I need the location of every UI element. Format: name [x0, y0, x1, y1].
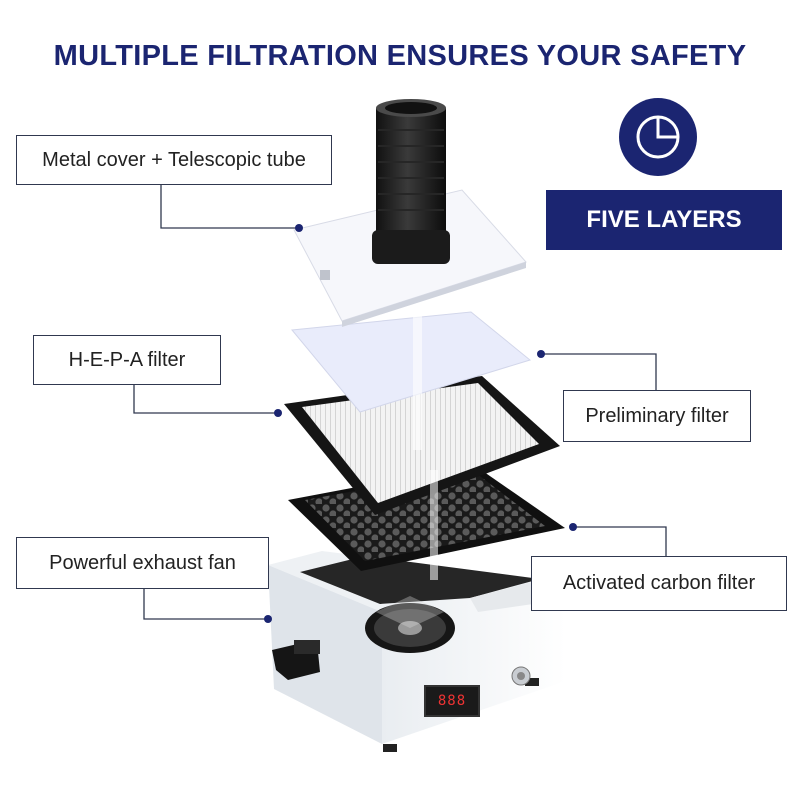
exhaust-fan	[365, 596, 455, 653]
speed-knob	[511, 666, 531, 686]
callout-hepa-filter: H-E-P-A filter	[33, 335, 221, 385]
callout-exhaust-fan: Powerful exhaust fan	[16, 537, 269, 589]
callout-carbon-filter: Activated carbon filter	[531, 556, 787, 611]
pie-chart-icon	[619, 98, 697, 176]
callout-preliminary-filter: Preliminary filter	[563, 390, 751, 442]
five-layers-badge: FIVE LAYERS	[546, 190, 782, 250]
preliminary-filter-layer	[291, 311, 532, 413]
callout-connectors	[133, 185, 667, 620]
led-display: 888	[424, 685, 480, 717]
page-title: MULTIPLE FILTRATION ENSURES YOUR SAFETY	[53, 40, 747, 72]
telescopic-tube	[372, 99, 450, 264]
led-readout: 888	[437, 693, 467, 709]
callout-metal-cover: Metal cover + Telescopic tube	[16, 135, 332, 185]
power-switch	[272, 640, 320, 680]
callout-dots	[264, 224, 577, 623]
